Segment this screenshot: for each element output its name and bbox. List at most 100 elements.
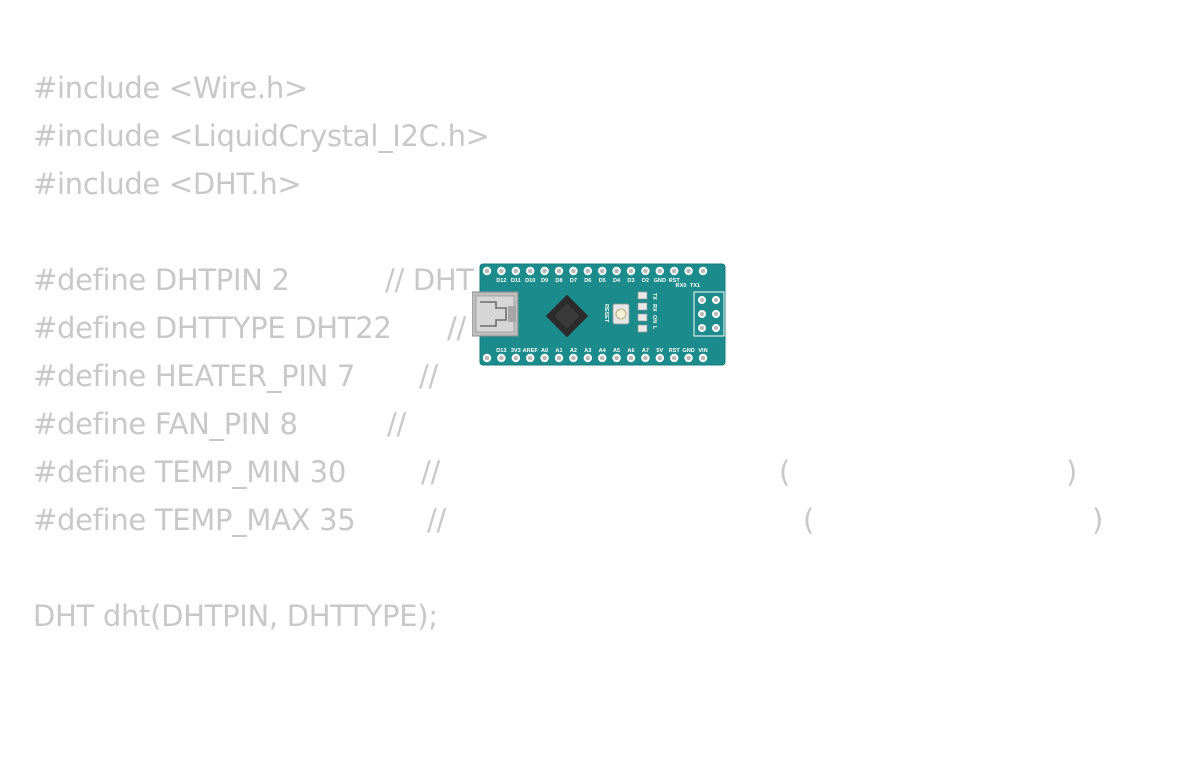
pin-label-3v3: 3V3 (511, 348, 521, 354)
pin-label-d3: D3 (627, 278, 634, 284)
icsp-pin (698, 296, 706, 304)
pin-header-top (554, 266, 564, 276)
pin-header-top (583, 266, 592, 276)
pin-label-a6: A6 (627, 348, 634, 354)
pin-header-top (641, 266, 650, 276)
bottom-pin-header (482, 353, 708, 363)
code-line-define-dhtpin: #define DHTPIN 2 // DHT (33, 256, 474, 304)
pin-header-top (626, 266, 636, 276)
pin-header-bottom (482, 353, 492, 363)
code-line-define-temp-min: #define TEMP_MIN 30 // ( ) (33, 448, 1077, 496)
pin-header-top (698, 266, 708, 276)
code-text: #define DHTTYPE DHT22 (33, 311, 392, 345)
led-tx (637, 291, 648, 300)
pin-header-bottom (526, 353, 535, 363)
pin-label-d11: D11 (511, 278, 521, 284)
pin-header-top (511, 266, 520, 276)
code-comment: // (421, 455, 440, 489)
pin-label-a7: A7 (642, 348, 649, 354)
pin-label-d5: D5 (599, 278, 606, 284)
pin-header-bottom (698, 353, 708, 363)
pin-header-bottom (641, 353, 650, 363)
pin-header-top (482, 266, 492, 276)
pin-label-tx1: TX1 (690, 283, 700, 289)
pin-label-a3: A3 (584, 348, 591, 354)
pin-header-bottom (497, 353, 506, 363)
pin-label-d10: D10 (525, 278, 535, 284)
pin-header-bottom (569, 353, 578, 363)
pin-label-d2: D2 (642, 278, 649, 284)
code-line-define-fan: #define FAN_PIN 8 // (33, 400, 406, 448)
pin-header-bottom (684, 353, 693, 363)
icsp-header-icon (693, 291, 725, 337)
code-comment: // (387, 407, 406, 441)
code-text: #define FAN_PIN 8 (33, 407, 298, 441)
led-label-l: L (651, 326, 657, 330)
icsp-pin (698, 310, 706, 318)
code-comment: // (419, 359, 438, 393)
icsp-pin (698, 324, 706, 332)
pin-header-top (526, 266, 535, 276)
code-line-define-heater: #define HEATER_PIN 7 // (33, 352, 438, 400)
pin-label-d13: D13 (496, 348, 506, 354)
pin-header-bottom (655, 353, 664, 363)
pin-label-d12: D12 (496, 278, 506, 284)
pin-header-top (612, 266, 621, 276)
led-label-on: ON (651, 315, 657, 323)
pin-label-d4: D4 (613, 278, 621, 284)
pin-label-a0: A0 (541, 348, 548, 354)
icsp-pin (712, 310, 720, 318)
code-text: #include <DHT.h> (33, 167, 302, 201)
top-pin-header (482, 266, 708, 276)
pin-header-top (540, 266, 549, 276)
icsp-pin (712, 324, 720, 332)
status-leds (637, 291, 648, 333)
pin-label-d7: D7 (570, 278, 577, 284)
pin-label-5v: 5V (656, 348, 663, 354)
pin-label-a5: A5 (613, 348, 620, 354)
icsp-pin (712, 296, 720, 304)
pin-header-bottom (598, 353, 607, 363)
code-text: #define DHTPIN 2 (33, 263, 290, 297)
led-l (637, 324, 648, 333)
pin-label-gnd: GND (682, 348, 694, 354)
code-line-define-dhttype: #define DHTTYPE DHT22 // (33, 304, 466, 352)
code-paren-close: ) (1066, 455, 1078, 489)
pin-label-gnd: GND (654, 278, 666, 284)
pin-label-d9: D9 (541, 278, 548, 284)
code-text: DHT dht(DHTPIN, DHTTYPE); (33, 599, 438, 633)
pin-label-d8: D8 (555, 278, 562, 284)
code-text: #include <Wire.h> (33, 71, 308, 105)
led-label-rx: RX (651, 304, 657, 312)
pin-header-top (497, 266, 506, 276)
code-editor: #include <Wire.h> #include <LiquidCrysta… (33, 0, 1193, 633)
led-label-tx: TX (651, 293, 657, 300)
pin-header-bottom (612, 353, 621, 363)
pin-label-aref: AREF (523, 348, 539, 354)
code-comment: // (447, 311, 466, 345)
led-labels: TX RX ON L (651, 293, 657, 330)
pin-header-bottom (670, 353, 679, 363)
pin-header-top (655, 266, 664, 276)
code-text: #include <LiquidCrystal_I2C.h> (33, 119, 490, 153)
code-line-include-lcd: #include <LiquidCrystal_I2C.h> (33, 112, 490, 160)
pin-header-bottom (583, 353, 592, 363)
pin-header-top (569, 266, 578, 276)
pin-label-d6: D6 (584, 278, 591, 284)
code-text: #define TEMP_MIN 30 (33, 455, 346, 489)
pin-header-top (598, 266, 607, 276)
pin-header-top (684, 266, 693, 276)
pin-header-bottom (511, 353, 520, 363)
code-line-dht-instance: DHT dht(DHTPIN, DHTTYPE); (33, 592, 438, 640)
reset-button-icon (612, 303, 630, 325)
usb-connector-icon (471, 291, 519, 337)
pin-header-top (670, 266, 679, 276)
led-rx (637, 302, 648, 311)
code-comment: // (427, 503, 446, 537)
pin-label-a1: A1 (555, 348, 562, 354)
reset-label: RESET (603, 304, 609, 323)
pin-label-rx0: RX0 (676, 283, 687, 289)
